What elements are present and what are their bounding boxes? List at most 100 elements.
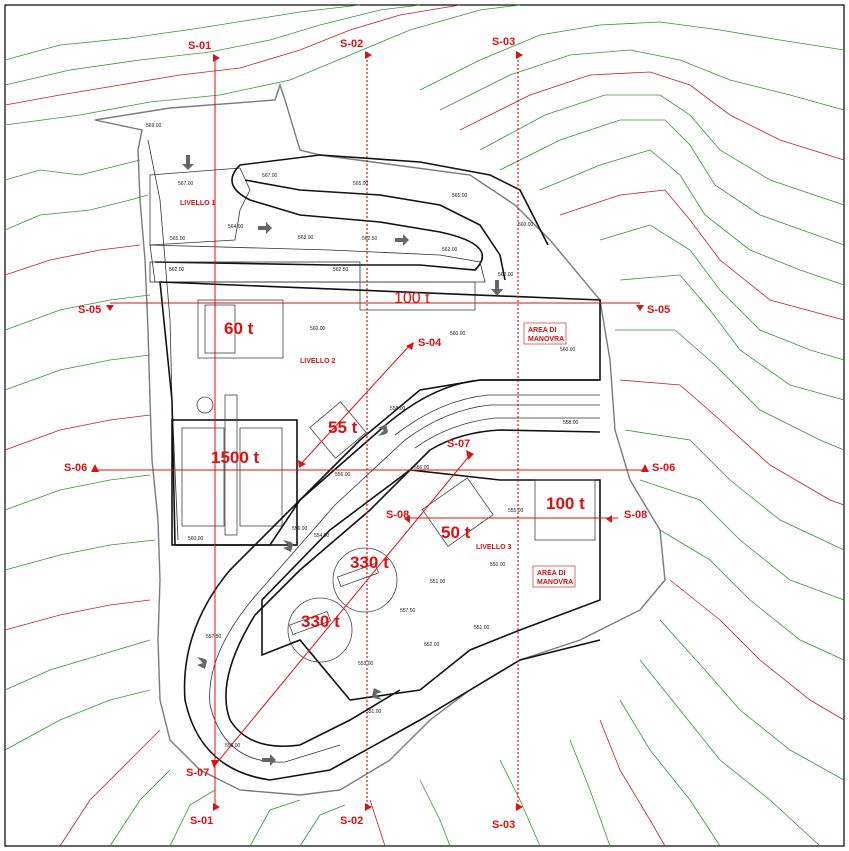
upper-road-outer (239, 154, 549, 246)
direction-arrow-icon (182, 155, 194, 170)
section-label-s07-top: S-07 (447, 438, 470, 450)
section-label-s03-bottom: S-03 (492, 819, 515, 831)
drawing-frame (4, 4, 845, 847)
contour-line (249, 799, 301, 847)
section-label-s04: S-04 (418, 337, 442, 349)
section-arrow (365, 803, 372, 811)
contour-line (559, 189, 845, 321)
contour-line (4, 689, 151, 751)
elevation-label: 565.00 (170, 236, 186, 242)
contour-line (419, 779, 451, 847)
contour-line (499, 119, 845, 246)
section-label-s05-left: S-05 (78, 304, 101, 316)
contour-line (439, 49, 845, 111)
contour-line (4, 354, 151, 391)
elevation-label: 567.00 (178, 181, 194, 187)
elevation-label: 551.00 (366, 709, 382, 715)
direction-arrow-icon (258, 222, 272, 234)
perimeter-line (94, 82, 666, 796)
direction-arrow-icon (491, 280, 503, 296)
load-label-60t: 60 t (224, 319, 254, 338)
road-outer-edge (183, 379, 601, 781)
contour-line (659, 529, 845, 661)
load-label-100t-top: 100 t (394, 290, 430, 307)
contour-line (569, 739, 611, 847)
equipment-50t (421, 477, 494, 547)
contour-line (369, 799, 386, 847)
contour-line (619, 699, 721, 847)
middle-platform (159, 281, 601, 546)
section-arrow (106, 305, 114, 311)
section-lines: S-01 S-02 S-03 S-01 S-02 S-03 S-04 S-05 … (64, 36, 675, 831)
section-s07 (214, 454, 471, 766)
road-inner-edge (225, 429, 601, 748)
direction-arrow-icon (197, 657, 207, 669)
tank-area (171, 419, 298, 546)
road-centerline (209, 404, 600, 763)
elevation-label: 556.00 (335, 472, 351, 478)
contour-line (299, 804, 346, 847)
elevation-label: 564.00 (228, 224, 244, 230)
contour-line (459, 71, 845, 161)
section-label-s06-left: S-06 (64, 462, 87, 474)
section-label-s05-right: S-05 (647, 304, 670, 316)
elevation-label: 565.00 (452, 193, 468, 199)
section-label-s08-right: S-08 (624, 509, 647, 521)
section-arrow (641, 464, 649, 472)
elevation-label: 557.50 (400, 608, 416, 614)
elevation-label: 560.00 (450, 331, 466, 337)
contour-line (479, 94, 845, 206)
elevation-label: 560.00 (560, 347, 576, 353)
platform-outline (159, 281, 601, 546)
equipment-100t (534, 479, 596, 541)
maneuver-areas: AREA DI MANOVRA AREA DI MANOVRA (523, 322, 576, 588)
elevation-label: 562.50 (333, 267, 349, 273)
level-labels: LIVELLO 1 LIVELLO 2 LIVELLO 3 (180, 200, 512, 551)
elevation-label: 562.50 (362, 236, 378, 242)
direction-arrow-icon (395, 234, 409, 246)
tank-330-b (287, 597, 353, 663)
upper-platforms (149, 154, 549, 311)
contour-line (109, 769, 171, 847)
area-label-2-line2: MANOVRA (537, 579, 573, 586)
section-arrow (404, 515, 410, 523)
contour-line (599, 224, 845, 361)
section-arrow (211, 760, 219, 768)
contour-line (639, 659, 821, 847)
area-box-1 (523, 322, 567, 345)
section-arrow (298, 460, 306, 468)
load-label-330t-b: 330 t (301, 612, 340, 631)
elevation-label: 555.00 (508, 508, 524, 514)
lower-platform (261, 469, 601, 701)
upper-road-inner (244, 179, 506, 281)
area-label-2-line1: AREA DI (537, 570, 566, 577)
contour-line (4, 194, 149, 231)
contour-line (419, 21, 845, 91)
section-label-s01-top: S-01 (188, 40, 211, 52)
load-label-50t: 50 t (441, 523, 471, 542)
site-perimeter (94, 82, 666, 796)
elevation-label: 550.00 (490, 562, 506, 568)
contour-line (499, 759, 541, 847)
crane-pad-330-b (288, 610, 332, 636)
load-label-330t-a: 330 t (350, 553, 389, 572)
crane-55t-pad (309, 401, 367, 459)
elevation-label: 567.00 (262, 173, 278, 179)
elevation-label: 556.00 (414, 465, 430, 471)
spot-elevations: 569.00 567.00 567.00 565.00 565.00 565.0… (146, 123, 579, 749)
elevation-label: 560.00 (498, 272, 514, 278)
area-box-2 (532, 565, 576, 588)
contour-line (624, 429, 845, 551)
road-edge-light (394, 394, 600, 436)
direction-arrow-icon (262, 754, 276, 766)
contour-line (4, 539, 156, 571)
platform-rect (149, 261, 361, 283)
elevation-label: 552.00 (424, 642, 440, 648)
load-label-1500t: 1500 t (211, 448, 260, 467)
tank-column (224, 394, 238, 536)
contour-line (4, 4, 521, 126)
section-arrow (516, 51, 523, 59)
contour-line (615, 329, 845, 451)
level-label-2: LIVELLO 2 (300, 358, 336, 365)
elevation-label: 554.00 (314, 533, 330, 539)
